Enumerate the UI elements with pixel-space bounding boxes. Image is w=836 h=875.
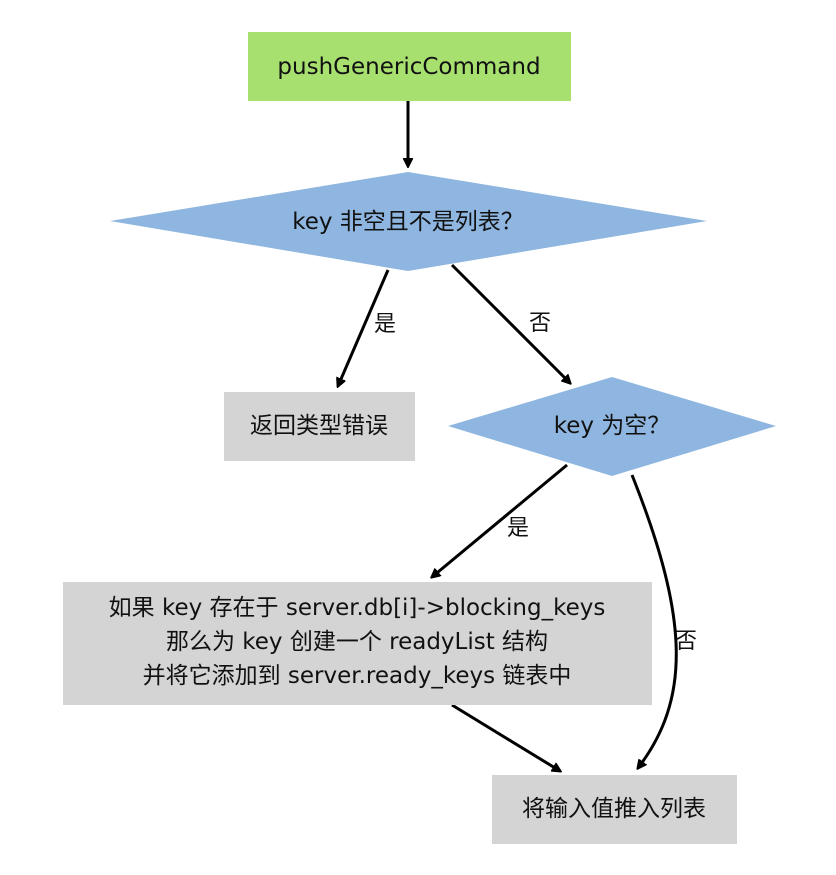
return-type-error-label: 返回类型错误 (250, 413, 388, 439)
start-node-label: pushGenericCommand (277, 54, 540, 80)
nodes: pushGenericCommand key 非空且不是列表？ 返回类型错误 k… (63, 32, 776, 844)
push-values-label: 将输入值推入列表 (522, 796, 706, 822)
create-ready-list-line-2: 那么为 key 创建一个 readyList 结构 (166, 629, 548, 655)
push-values-node: 将输入值推入列表 (492, 775, 737, 844)
edge-label-empty-no: 否 (675, 629, 697, 654)
edges: 是 否 是 否 (338, 101, 697, 771)
edge-not-list-no (450, 263, 570, 383)
edge-label-not-list-no: 否 (529, 311, 551, 336)
decision-key-not-list-label: key 非空且不是列表？ (292, 209, 524, 235)
edge-label-empty-yes: 是 (507, 516, 529, 541)
decision-key-empty: key 为空？ (448, 377, 776, 476)
create-ready-list-line-3: 并将它添加到 server.ready_keys 链表中 (143, 663, 572, 689)
edge-label-not-list-yes: 是 (374, 312, 396, 337)
decision-key-empty-label: key 为空？ (554, 413, 671, 439)
start-node: pushGenericCommand (248, 32, 571, 101)
create-ready-list-line-1: 如果 key 存在于 server.db[i]->blocking_keys (109, 595, 606, 621)
edge-empty-no (630, 474, 678, 768)
edge-empty-yes (432, 463, 568, 577)
return-type-error-node: 返回类型错误 (224, 392, 415, 461)
decision-key-not-list: key 非空且不是列表？ (110, 172, 707, 271)
edge-not-list-yes (338, 269, 390, 386)
create-ready-list-node: 如果 key 存在于 server.db[i]->blocking_keys 那… (63, 582, 652, 705)
edge-ready-list-to-push (451, 703, 560, 771)
